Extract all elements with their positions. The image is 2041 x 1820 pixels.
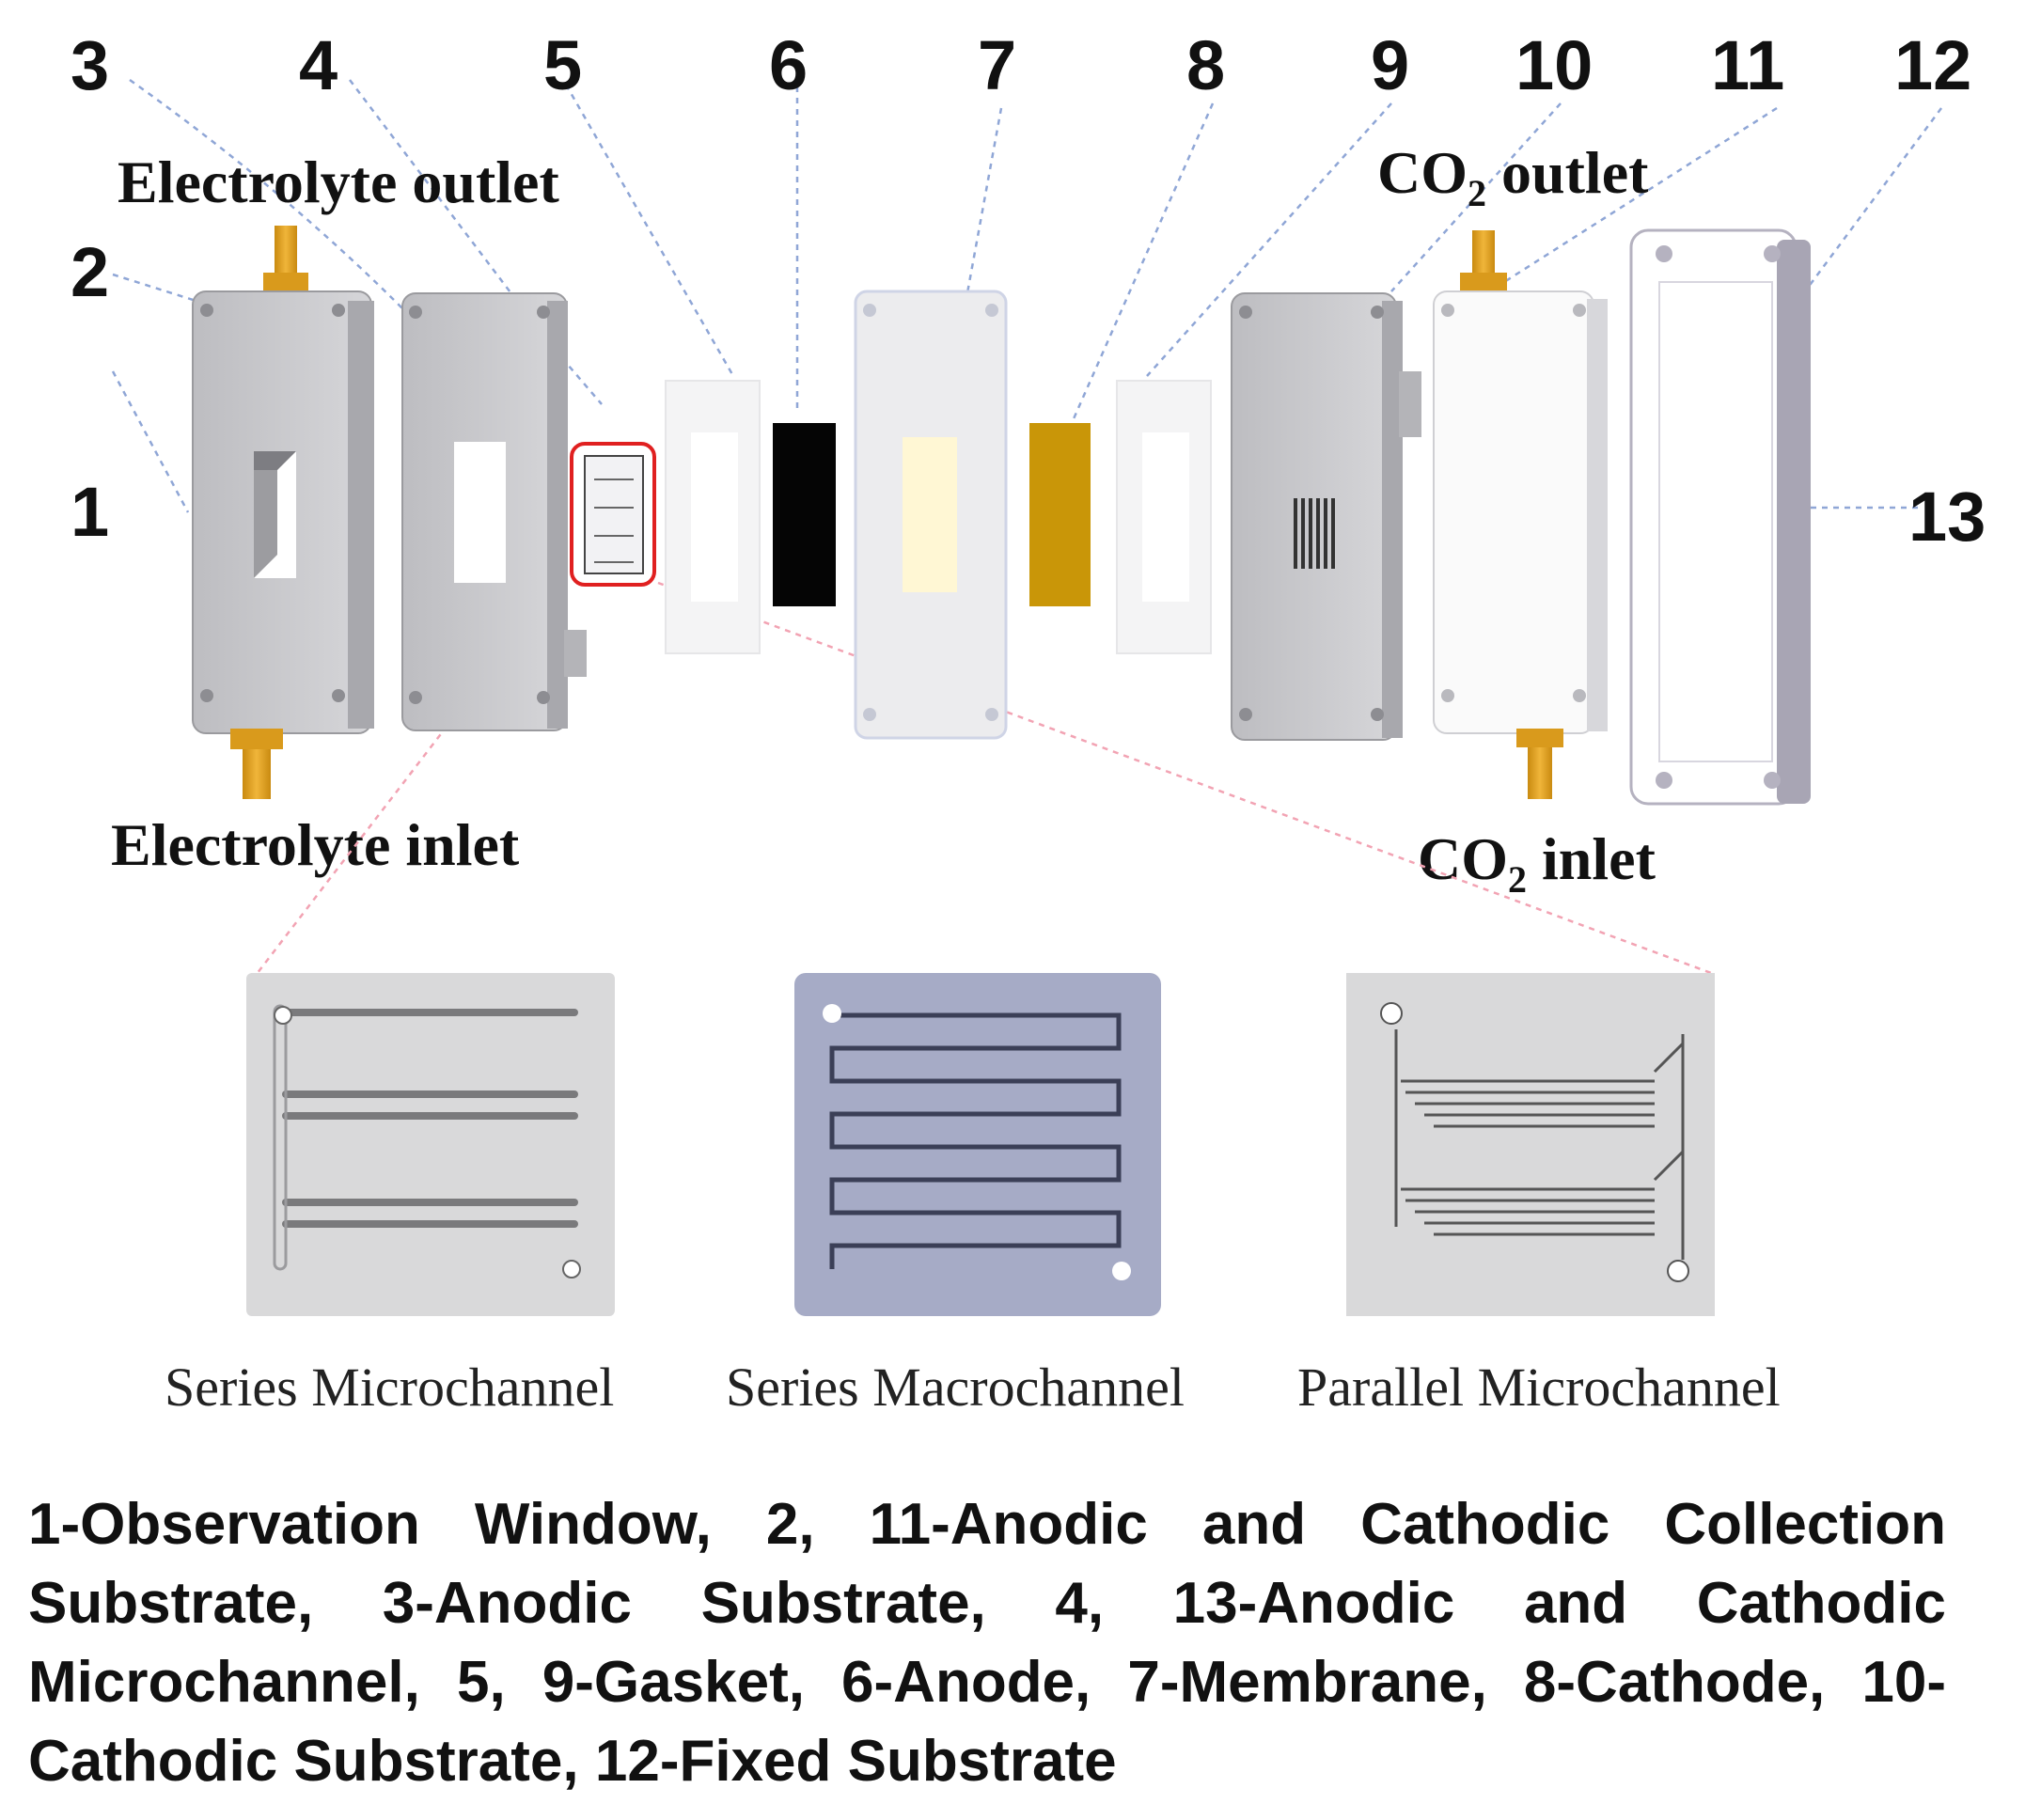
part-anodic-substrate: [401, 292, 587, 731]
callout-7: 7: [978, 26, 1016, 104]
callout-1: 1: [71, 473, 109, 551]
part-cathodic-substrate: [1231, 292, 1421, 741]
part-anodic-collection-substrate: [192, 226, 374, 799]
detail-series-macrochannel: [794, 973, 1161, 1316]
microchannel-highlight: [570, 442, 656, 587]
callout-10: 10: [1515, 26, 1593, 104]
callout-3: 3: [71, 26, 109, 104]
leader-lines: [111, 75, 1943, 513]
part-cathode: [1029, 423, 1091, 606]
part-membrane: [854, 290, 1008, 740]
part-cathodic-collection-substrate: [1433, 230, 1608, 799]
electrolyte-outlet-label: Electrolyte outlet: [118, 149, 559, 215]
callout-11: 11: [1711, 26, 1784, 104]
caption-parallel-microchannel: Parallel Microchannel: [1297, 1357, 1781, 1418]
callout-13: 13: [1908, 478, 1986, 556]
callout-6: 6: [769, 26, 808, 104]
component-legend: 1-Observation Window, 2, 11-Anodic and C…: [28, 1492, 1946, 1794]
detail-series-microchannel: [246, 973, 615, 1316]
callout-2: 2: [71, 233, 109, 311]
callout-4: 4: [299, 26, 338, 104]
callout-numbers: 3 4 5 6 7 8 9 10 11 12 2 1 13: [71, 26, 1986, 556]
callout-8: 8: [1186, 26, 1225, 104]
detail-parallel-microchannel: [1346, 973, 1715, 1316]
co2-inlet-label: CO2 inlet: [1418, 825, 1656, 901]
part-anodic-microchannel: [570, 442, 656, 587]
caption-series-microchannel: Series Microchannel: [165, 1357, 614, 1418]
callout-9: 9: [1371, 26, 1409, 104]
caption-series-macrochannel: Series Macrochannel: [726, 1357, 1185, 1418]
part-gasket-anodic: [665, 380, 761, 654]
co2-outlet-label: CO2 outlet: [1377, 139, 1649, 214]
electrolyte-inlet-label: Electrolyte inlet: [111, 811, 520, 878]
part-anode: [773, 423, 836, 606]
barcode-channels: [1294, 498, 1335, 569]
part-gasket-cathodic: [1116, 380, 1212, 654]
part-fixed-substrate: [1629, 228, 1811, 806]
callout-12: 12: [1894, 26, 1971, 104]
callout-5: 5: [543, 26, 582, 104]
